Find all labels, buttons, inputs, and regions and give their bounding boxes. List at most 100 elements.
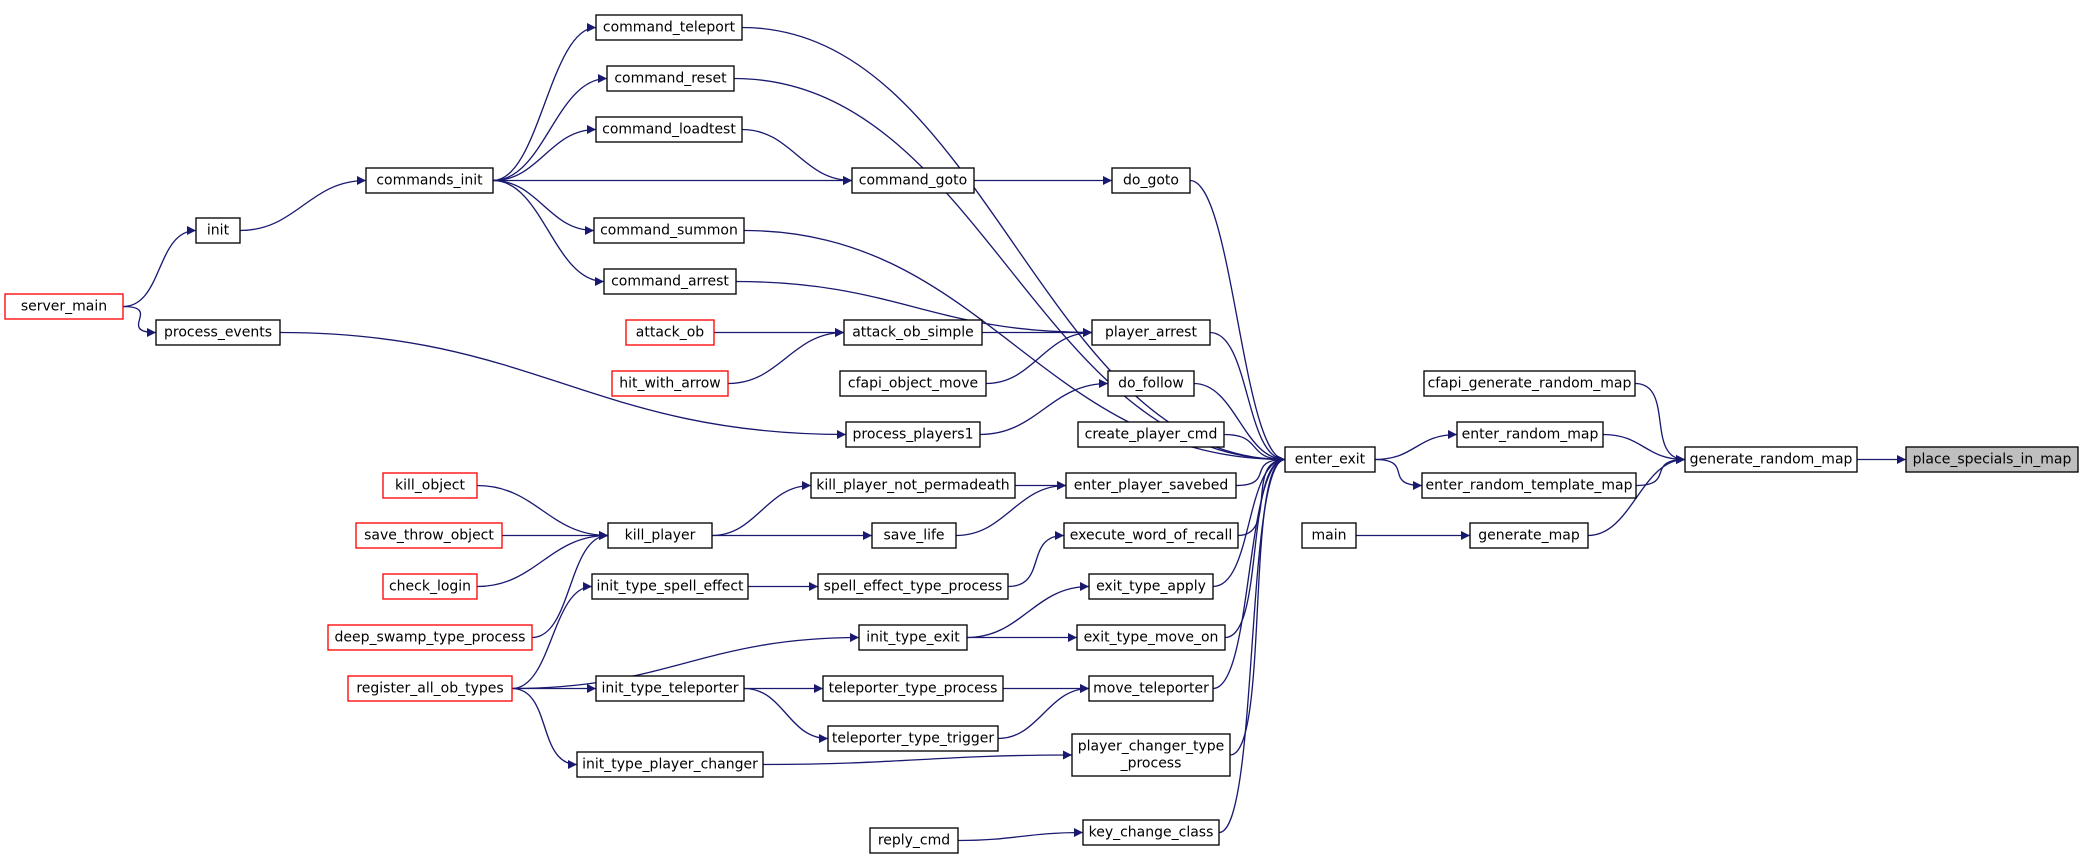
node-box	[1423, 370, 1636, 397]
node-move-teleporter[interactable]: move_teleporter	[1088, 675, 1214, 702]
edge-do-follow-to-enter-exit	[1193, 382, 1286, 464]
node-box	[382, 472, 478, 499]
node-check-login[interactable]: check_login	[382, 573, 478, 600]
edge-deep-swamp-type-process-to-kill-player	[531, 531, 609, 639]
edge-do-goto-to-enter-exit	[1189, 179, 1286, 464]
node-init-type-spell-effect[interactable]: init_type_spell_effect	[591, 573, 749, 600]
node-place-specials-in-map[interactable]: place_specials_in_map	[1905, 446, 2079, 473]
node-command-goto[interactable]: command_goto	[851, 167, 975, 194]
node-main[interactable]: main	[1301, 522, 1357, 549]
node-label: generate_map	[1478, 528, 1580, 544]
node-exit-type-move-on[interactable]: exit_type_move_on	[1076, 624, 1226, 651]
node-generate-random-map[interactable]: generate_random_map	[1684, 446, 1858, 473]
node-register-all-ob-types[interactable]: register_all_ob_types	[347, 675, 513, 702]
node-deep-swamp-type-process[interactable]: deep_swamp_type_process	[327, 624, 533, 651]
node-save-life[interactable]: save_life	[871, 522, 957, 549]
node-enter-random-template-map[interactable]: enter_random_template_map	[1421, 472, 1637, 499]
node-kill-object[interactable]: kill_object	[382, 472, 478, 499]
node-box	[365, 167, 494, 194]
node-exit-type-apply[interactable]: exit_type_apply	[1088, 573, 1214, 600]
nodes-layer: place_specials_in_map generate_random_map…	[4, 14, 2079, 854]
node-kill-player[interactable]: kill_player	[607, 522, 713, 549]
node-command-teleport[interactable]: command_teleport	[595, 14, 743, 41]
node-save-throw-object[interactable]: save_throw_object	[355, 522, 503, 549]
node-box	[595, 116, 743, 143]
node-teleporter-type-process[interactable]: teleporter_type_process	[822, 675, 1004, 702]
node-box	[355, 522, 503, 549]
node-label: attack_ob_simple	[852, 325, 974, 341]
node-enter-player-savebed[interactable]: enter_player_savebed	[1065, 472, 1237, 499]
node-commands-init[interactable]: commands_init	[365, 167, 494, 194]
node-player-arrest[interactable]: player_arrest	[1091, 319, 1211, 346]
node-teleporter-type-trigger[interactable]: teleporter_type_trigger	[827, 725, 999, 752]
node-create-player-cmd[interactable]: create_player_cmd	[1077, 421, 1225, 448]
node-label: command_summon	[600, 223, 738, 239]
edge-init-type-teleporter-to-teleporter-type-trigger	[743, 687, 829, 743]
edges-layer	[122, 23, 1906, 842]
node-label: enter_random_map	[1462, 427, 1599, 443]
node-label: process_events	[164, 325, 272, 341]
node-process-events[interactable]: process_events	[155, 319, 281, 346]
node-cfapi-generate-random-map[interactable]: cfapi_generate_random_map	[1423, 370, 1636, 397]
node-label: command_goto	[859, 173, 967, 189]
node-label: place_specials_in_map	[1913, 452, 2072, 468]
node-box	[607, 522, 713, 549]
edge-server-main-to-init	[122, 226, 197, 308]
node-label: kill_player_not_permadeath	[816, 478, 1009, 494]
node-spell-effect-type-process[interactable]: spell_effect_type_process	[817, 573, 1009, 600]
node-command-loadtest[interactable]: command_loadtest	[595, 116, 743, 143]
edge-enter-random-map-to-generate-random-map	[1602, 433, 1686, 464]
node-do-follow[interactable]: do_follow	[1107, 370, 1195, 397]
node-command-summon[interactable]: command_summon	[593, 217, 745, 244]
node-label: process_players1	[852, 427, 973, 443]
node-do-goto[interactable]: do_goto	[1111, 167, 1191, 194]
node-init-type-player-changer[interactable]: init_type_player_changer	[576, 751, 764, 778]
node-label: do_goto	[1123, 173, 1179, 189]
edge-move-teleporter-to-enter-exit	[1212, 455, 1286, 690]
node-init-type-teleporter[interactable]: init_type_teleporter	[595, 675, 745, 702]
edge-teleporter-type-trigger-to-move-teleporter	[997, 684, 1090, 740]
node-command-reset[interactable]: command_reset	[606, 65, 735, 92]
node-key-change-class[interactable]: key_change_class	[1082, 819, 1220, 846]
node-player-changer-type-process[interactable]: player_changer_type_process	[1071, 733, 1231, 777]
node-cfapi-object-move[interactable]: cfapi_object_move	[839, 370, 987, 397]
node-enter-random-map[interactable]: enter_random_map	[1456, 421, 1604, 448]
node-reply-cmd[interactable]: reply_cmd	[869, 827, 959, 854]
node-generate-map[interactable]: generate_map	[1469, 522, 1589, 549]
node-label: teleporter_type_trigger	[832, 731, 994, 747]
node-label: save_life	[883, 528, 944, 544]
node-attack-ob[interactable]: attack_ob	[625, 319, 715, 346]
node-box	[1076, 624, 1226, 651]
node-init[interactable]: init	[195, 217, 241, 244]
node-server-main[interactable]: server_main	[4, 293, 124, 320]
node-kill-player-not-permadeath[interactable]: kill_player_not_permadeath	[810, 472, 1016, 499]
node-hit-with-arrow[interactable]: hit_with_arrow	[611, 370, 729, 397]
node-box	[1905, 446, 2079, 473]
node-box	[595, 14, 743, 41]
node-command-arrest[interactable]: command_arrest	[603, 268, 737, 295]
node-box	[1088, 675, 1214, 702]
node-box	[576, 751, 764, 778]
edge-check-login-to-kill-player	[476, 531, 609, 588]
edge-register-all-ob-types-to-init-type-spell-effect	[511, 582, 593, 690]
node-enter-exit[interactable]: enter_exit	[1284, 446, 1376, 473]
node-box	[827, 725, 999, 752]
node-box	[1065, 472, 1237, 499]
edge-commands-init-to-command-arrest	[492, 179, 605, 286]
node-init-type-exit[interactable]: init_type_exit	[858, 624, 968, 651]
node-label: main	[1312, 528, 1347, 544]
node-label: cfapi_generate_random_map	[1428, 376, 1632, 392]
node-box	[1301, 522, 1357, 549]
node-process-players1[interactable]: process_players1	[845, 421, 981, 448]
node-label: command_teleport	[603, 20, 736, 36]
edge-enter-exit-to-enter-random-template-map	[1374, 458, 1423, 490]
node-box	[1077, 421, 1225, 448]
node-box	[593, 217, 745, 244]
node-label: move_teleporter	[1093, 681, 1209, 697]
node-attack-ob-simple[interactable]: attack_ob_simple	[843, 319, 983, 346]
node-label: enter_player_savebed	[1074, 478, 1229, 494]
edge-init-type-exit-to-exit-type-apply	[966, 582, 1090, 639]
node-box	[611, 370, 729, 397]
edge-player-changer-type-process-to-enter-exit	[1229, 455, 1286, 756]
node-execute-word-of-recall[interactable]: execute_word_of_recall	[1063, 522, 1239, 549]
